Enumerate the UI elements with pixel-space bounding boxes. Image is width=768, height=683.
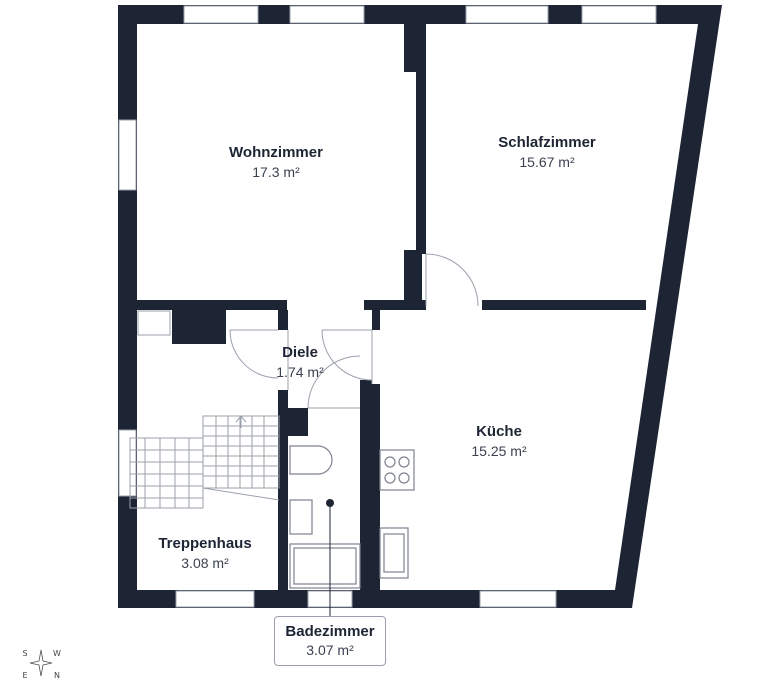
wall-stairs-right: [278, 310, 288, 330]
compass-label-e: E: [22, 671, 27, 680]
stair-lower-treads: [130, 438, 203, 508]
stair-arrow: [235, 415, 247, 428]
room-name-badezimmer: Badezimmer: [285, 623, 375, 640]
stove-burner: [384, 456, 396, 468]
compass-label-n: N: [54, 671, 60, 680]
compass-star-icon: [29, 649, 53, 677]
interior-walls: [118, 24, 646, 590]
room-area-diele: 1.74 m²: [276, 364, 324, 380]
room-name-diele: Diele: [282, 344, 318, 361]
wall-kitchen-left: [372, 384, 380, 590]
compass-label-w: W: [53, 649, 61, 658]
staircase: [129, 415, 280, 509]
stove-burner: [384, 472, 396, 484]
wall-stairs-right-lower: [278, 390, 288, 590]
room-area-wohnzimmer: 17.3 m²: [252, 164, 300, 180]
room-area-schlafzimmer: 15.67 m²: [519, 154, 575, 170]
wall-living-bottom-right: [364, 300, 426, 310]
wall-bedroom-mid: [416, 24, 426, 254]
window: [289, 5, 365, 24]
window: [479, 590, 557, 608]
stair-lower-flight: [129, 437, 204, 509]
compass-label-s: S: [22, 649, 27, 658]
door-living: [229, 329, 279, 379]
window: [581, 5, 657, 24]
sink: [289, 499, 313, 535]
wall-living-bottom-left: [137, 300, 287, 310]
window: [175, 590, 255, 608]
wall-diele-right: [372, 310, 380, 330]
stove-burner: [398, 472, 410, 484]
window: [118, 429, 137, 497]
room-name-wohnzimmer: Wohnzimmer: [229, 144, 323, 161]
badezimmer-label-box: Badezimmer 3.07 m²: [274, 616, 386, 666]
room-name-treppenhaus: Treppenhaus: [158, 535, 251, 552]
window: [137, 310, 171, 336]
wall-stairs-left: [118, 310, 137, 430]
bathtub-inner: [293, 547, 357, 585]
windows: [118, 5, 657, 608]
stove-burner: [398, 456, 410, 468]
chimney-block: [172, 310, 226, 344]
bathroom-fixtures: [289, 445, 361, 616]
window: [183, 5, 259, 24]
room-name-kueche: Küche: [476, 423, 522, 440]
room-area-badezimmer: 3.07 m²: [306, 642, 354, 658]
room-area-treppenhaus: 3.08 m²: [181, 555, 229, 571]
kitchen-fixtures: [379, 449, 415, 579]
toilet: [289, 445, 333, 475]
room-area-kueche: 15.25 m²: [471, 443, 527, 459]
door-bedroom: [425, 253, 479, 307]
room-labels: Wohnzimmer 17.3 m² Schlafzimmer 15.67 m²…: [158, 134, 596, 571]
wall-bedroom-bottom: [482, 300, 646, 310]
stove: [379, 449, 415, 491]
compass: S W E N: [22, 649, 61, 680]
wall-bath-left-stub: [288, 408, 308, 436]
wall-bath-right: [360, 380, 372, 590]
window: [465, 5, 549, 24]
window: [118, 119, 137, 191]
doors: [229, 253, 479, 409]
room-name-schlafzimmer: Schlafzimmer: [498, 134, 596, 151]
door-diele-living: [321, 329, 373, 381]
stair-diagonal: [202, 487, 280, 501]
kitchen-sink-basin: [383, 533, 405, 573]
wall-living-bedroom-lower: [404, 250, 422, 306]
door-bath: [307, 355, 361, 409]
